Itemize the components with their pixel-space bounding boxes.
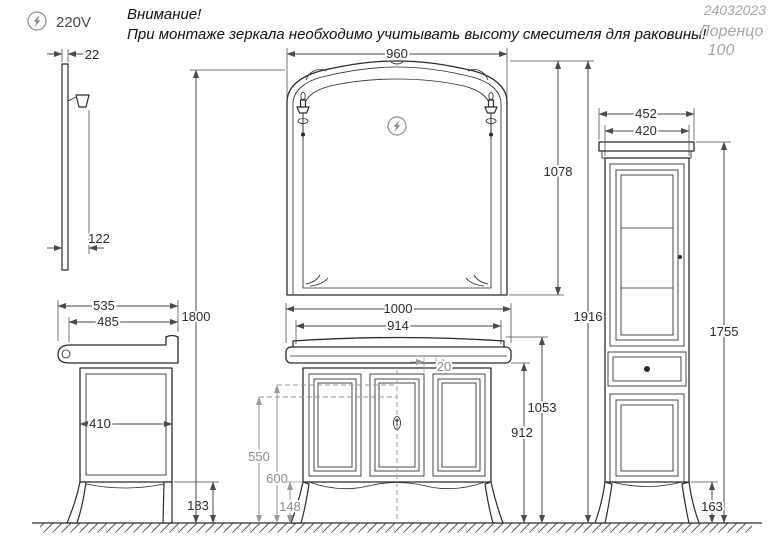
arch-ornament-top (390, 61, 404, 65)
cabinet-apron (611, 481, 683, 487)
mirror-side-view: 22 122 (47, 45, 112, 271)
sconce-right-icon (484, 91, 498, 140)
counter-scroll-ornament (61, 349, 71, 359)
vanity-side-view: 535 485 410 183 (57, 296, 219, 524)
drawer-knob (644, 366, 650, 372)
dim-vanity-body-height: 912 (511, 425, 533, 440)
dim-mirror-depth: 122 (88, 231, 110, 246)
doc-number: 24032023 (703, 2, 767, 18)
dim-side-depth-full: 535 (93, 298, 115, 313)
dim-mirror-width: 960 (386, 46, 408, 61)
dim-column-width: 452 (635, 106, 657, 121)
front-left-leg (290, 481, 310, 524)
countertop (285, 346, 512, 364)
corner-flourish-right (465, 274, 489, 287)
backsplash (292, 336, 505, 347)
dim-side-depth-body: 410 (89, 416, 111, 431)
dim-mirror-height: 1078 (544, 164, 573, 179)
attention-text: При монтаже зеркала необходимо учитывать… (127, 26, 707, 43)
cabinet-left-leg (594, 481, 613, 524)
cabinet-drawer (607, 351, 687, 387)
cabinet-body (604, 157, 690, 483)
dim-front-leg-height: 148 (279, 499, 301, 514)
model-name: Лоренцо (698, 23, 764, 40)
side-back-leg (162, 481, 173, 524)
cabinet-cornice (598, 141, 695, 152)
dim-side-depth-counter: 485 (97, 314, 119, 329)
glass-door-knob (678, 255, 682, 259)
model-size: 100 (708, 42, 735, 59)
sconce-side-profile (75, 94, 90, 108)
dim-side-leg-height: 183 (187, 498, 209, 513)
dim-drain-height-low: 550 (248, 449, 270, 464)
dim-column-leg-height: 163 (701, 499, 723, 514)
front-right-leg (484, 481, 504, 524)
door-right (432, 373, 486, 477)
dim-vanity-width: 1000 (384, 301, 413, 316)
dim-vanity-body-width: 914 (387, 318, 409, 333)
attention-title: Внимание! (127, 6, 202, 23)
dim-column-height: 1755 (710, 324, 739, 339)
electric-symbol-icon (27, 11, 47, 31)
arch-ornament-right (467, 69, 489, 81)
floor-line (32, 522, 762, 533)
dim-mirror-thickness: 22 (85, 47, 99, 62)
door-left (308, 373, 362, 477)
side-front-leg (66, 481, 87, 524)
dim-column-body-width: 420 (635, 123, 657, 138)
dim-vanity-height: 1053 (528, 400, 557, 415)
cabinet-lower-door (609, 393, 685, 483)
electric-symbol-on-mirror-icon (387, 116, 407, 136)
header: 220V Внимание! При монтаже зеркала необх… (27, 2, 767, 59)
cabinet-glass-door (609, 163, 685, 347)
voltage-label: 220V (56, 14, 91, 31)
dim-drain-height-high: 600 (266, 471, 288, 486)
cabinet-right-leg (681, 481, 700, 524)
corner-flourish-left (305, 274, 329, 287)
vanity-front-view: 1000 914 20 1053 912 550 600 148 (180, 60, 604, 524)
dim-mount-height: 1800 (182, 309, 211, 324)
sconce-left-icon (296, 91, 310, 140)
mirror-front-view: 960 (286, 44, 508, 296)
dim-center-gap: 20 (437, 359, 451, 374)
dim-total-height: 1916 (574, 309, 603, 324)
floor-hatch (40, 523, 752, 533)
tall-cabinet-view: 452 420 1755 163 (594, 104, 740, 524)
arch-ornament-left (305, 69, 327, 81)
